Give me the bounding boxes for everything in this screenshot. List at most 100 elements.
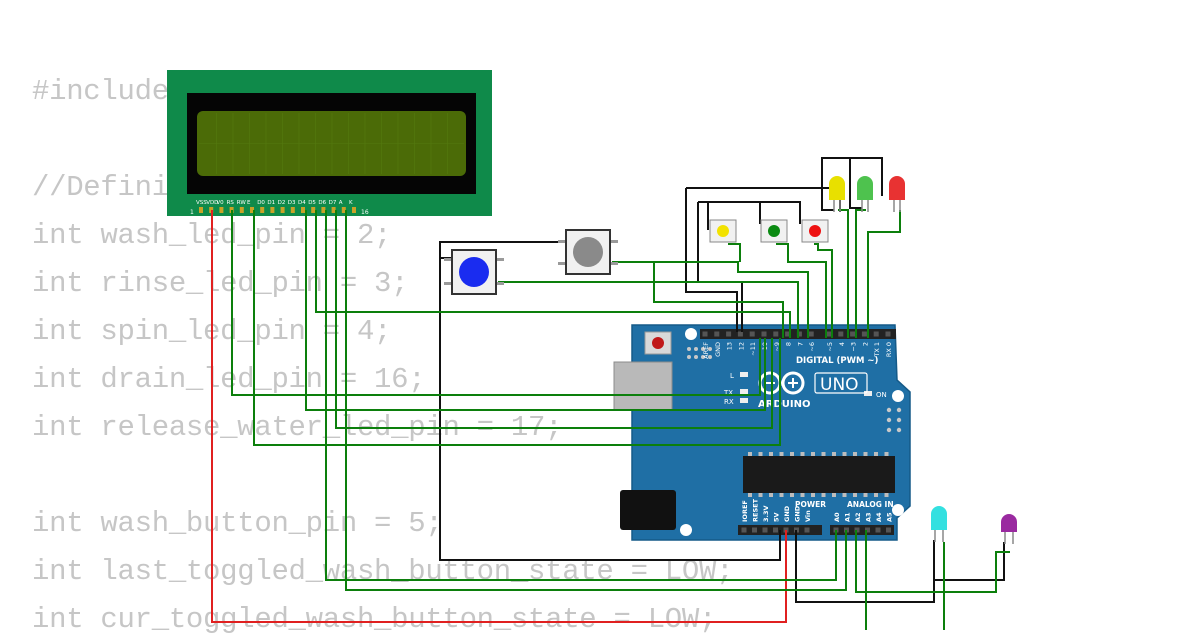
wire-green[interactable] bbox=[728, 243, 741, 262]
chip-leg bbox=[821, 493, 826, 497]
analog-pin-label: A4 bbox=[875, 512, 883, 522]
digital-pin[interactable] bbox=[796, 331, 802, 337]
red-button[interactable] bbox=[801, 219, 829, 243]
digital-pin[interactable] bbox=[702, 331, 708, 337]
analog-pin-label: A3 bbox=[865, 512, 873, 522]
yellow-button[interactable] bbox=[709, 219, 737, 243]
digital-pin[interactable] bbox=[850, 331, 856, 337]
red-led[interactable] bbox=[889, 176, 905, 212]
digital-pin[interactable] bbox=[761, 331, 767, 337]
power-pin[interactable] bbox=[762, 527, 768, 533]
wire-green[interactable] bbox=[855, 530, 1010, 593]
wire-black[interactable] bbox=[439, 241, 562, 258]
wire-green[interactable] bbox=[776, 243, 827, 338]
blue-button[interactable] bbox=[444, 249, 504, 295]
lcd-pin-label: RS bbox=[227, 200, 235, 206]
chip-leg bbox=[758, 493, 763, 497]
wire-green[interactable] bbox=[867, 210, 901, 338]
green-button[interactable] bbox=[760, 219, 788, 243]
power-pin-label: 3.3V bbox=[762, 505, 770, 522]
analog-pin[interactable] bbox=[865, 527, 870, 533]
digital-pin[interactable] bbox=[885, 331, 891, 337]
lcd-pin-label: VSS bbox=[196, 200, 207, 206]
lcd-pin-label: D6 bbox=[318, 200, 326, 206]
wire-green[interactable] bbox=[838, 209, 849, 338]
wire-black[interactable] bbox=[760, 201, 801, 224]
lcd-pin[interactable] bbox=[219, 207, 224, 213]
wire-green[interactable] bbox=[253, 210, 781, 446]
lcd-pin[interactable] bbox=[341, 207, 346, 213]
digital-pin[interactable] bbox=[808, 331, 814, 337]
purple-led[interactable] bbox=[1001, 514, 1017, 544]
power-pin[interactable] bbox=[741, 527, 747, 533]
digital-pin-label: ~6 bbox=[808, 342, 816, 352]
wire-black[interactable] bbox=[934, 542, 1005, 581]
cyan-led[interactable] bbox=[931, 506, 947, 542]
digital-header-label: DIGITAL (PWM ~) bbox=[796, 356, 878, 366]
digital-pin[interactable] bbox=[749, 331, 755, 337]
lcd-pin[interactable] bbox=[331, 207, 336, 213]
digital-pin[interactable] bbox=[826, 331, 832, 337]
lcd-pin[interactable] bbox=[301, 207, 305, 213]
wire-green[interactable] bbox=[231, 210, 761, 396]
wire-green[interactable] bbox=[345, 210, 847, 591]
digital-pin[interactable] bbox=[773, 331, 779, 337]
blue-button-cap[interactable] bbox=[459, 257, 489, 287]
power-pin[interactable] bbox=[773, 527, 778, 533]
wire-black[interactable] bbox=[849, 158, 862, 209]
chip-leg bbox=[863, 493, 868, 497]
digital-pin[interactable] bbox=[861, 331, 867, 337]
lcd-pin[interactable] bbox=[260, 207, 265, 213]
green-led[interactable] bbox=[857, 176, 873, 212]
lcd-pin[interactable] bbox=[270, 207, 275, 213]
power-jack bbox=[620, 490, 676, 530]
wire-black[interactable] bbox=[686, 187, 841, 212]
lcd-pin-label: D4 bbox=[298, 200, 306, 206]
wire-green[interactable] bbox=[855, 209, 866, 338]
lcd-pin[interactable] bbox=[250, 207, 254, 213]
wire-green[interactable] bbox=[335, 210, 773, 429]
wire-black[interactable] bbox=[685, 188, 738, 332]
digital-pin[interactable] bbox=[714, 331, 720, 337]
wire-red[interactable] bbox=[211, 210, 787, 623]
mount-hole bbox=[892, 390, 904, 402]
wire-green[interactable] bbox=[325, 210, 837, 581]
lcd-pin[interactable] bbox=[280, 207, 285, 213]
digital-pin[interactable] bbox=[838, 331, 844, 337]
gray-button[interactable] bbox=[558, 229, 618, 275]
digital-pin-label: 4 bbox=[838, 342, 846, 346]
lcd-pin[interactable] bbox=[352, 207, 356, 213]
chip-leg bbox=[800, 452, 805, 456]
lcd-pin[interactable] bbox=[199, 207, 203, 213]
wire-black[interactable] bbox=[821, 180, 834, 211]
digital-pin[interactable] bbox=[737, 331, 743, 337]
digital-pin[interactable] bbox=[873, 331, 879, 337]
wire-green[interactable] bbox=[315, 210, 791, 338]
gray-button-cap[interactable] bbox=[573, 237, 603, 267]
lcd-pin[interactable] bbox=[311, 207, 316, 213]
digital-pin-label: 2 bbox=[861, 342, 869, 346]
reset-button-cap[interactable] bbox=[652, 337, 664, 349]
digital-pin[interactable] bbox=[785, 331, 791, 337]
wire-green[interactable] bbox=[498, 281, 799, 338]
analog-pin[interactable] bbox=[886, 527, 891, 533]
digital-pin-label: ~9 bbox=[773, 342, 781, 352]
digital-pin[interactable] bbox=[726, 331, 732, 337]
yellow-led[interactable] bbox=[829, 176, 845, 212]
wire-green[interactable] bbox=[305, 210, 766, 411]
lcd-pin[interactable] bbox=[290, 207, 295, 213]
analog-pin[interactable] bbox=[875, 527, 881, 533]
mount-hole bbox=[685, 328, 697, 340]
analog-header-label: ANALOG IN bbox=[847, 500, 894, 509]
wire-black[interactable] bbox=[821, 157, 883, 196]
lcd-pin[interactable] bbox=[321, 207, 326, 213]
lcd-pin-label: E bbox=[247, 200, 251, 206]
code-line: int wash_button_pin = 5; bbox=[32, 507, 443, 540]
power-pin[interactable] bbox=[804, 527, 810, 533]
power-pin[interactable] bbox=[752, 527, 757, 533]
lcd-pin[interactable] bbox=[239, 207, 244, 213]
wire-green[interactable] bbox=[612, 261, 809, 338]
wire-green[interactable] bbox=[814, 243, 833, 338]
